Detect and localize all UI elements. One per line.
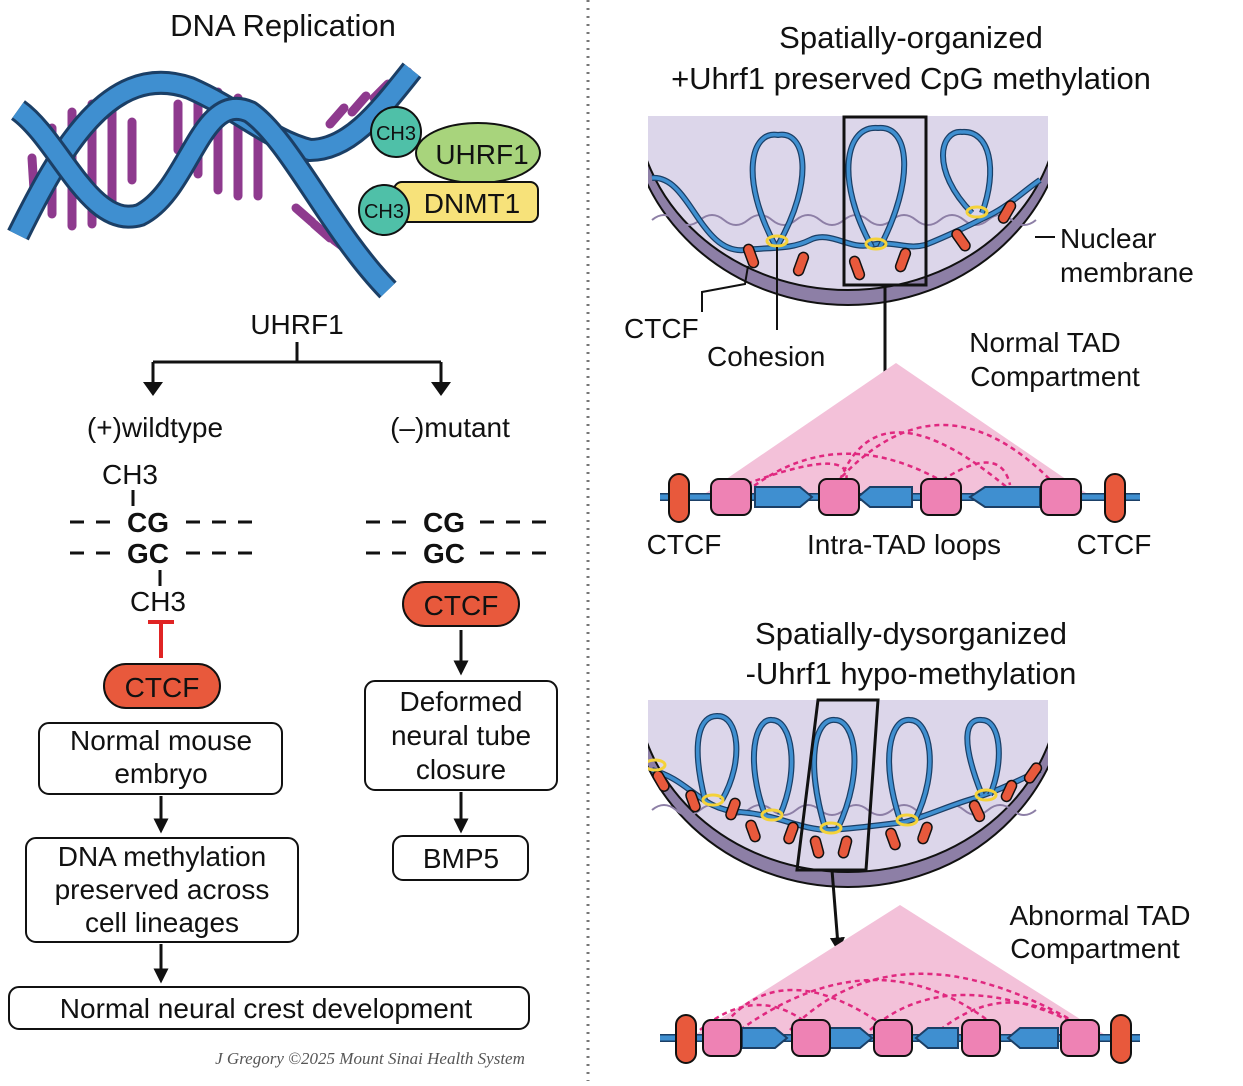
bottom-title-line2: -Uhrf1 hypo-methylation <box>746 656 1077 691</box>
cohesion-label: Cohesion <box>707 341 825 372</box>
wt-cg: CG <box>127 507 169 538</box>
normal-tad-line1: Normal TAD <box>969 327 1120 358</box>
bottom-title-line1: Spatially-dysorganized <box>755 616 1067 651</box>
mut-box2-label: BMP5 <box>423 843 499 874</box>
branch-label: UHRF1 <box>250 309 343 340</box>
intra-tad-label: Intra-TAD loops <box>807 529 1001 560</box>
ch3-lower-circle <box>358 184 410 236</box>
top-title-line2: +Uhrf1 preserved CpG methylation <box>671 61 1151 96</box>
ch3-lower-label: CH3 <box>364 201 404 223</box>
wildtype-label: (+)wildtype <box>87 412 223 443</box>
tad-left-ctcf: CTCF <box>647 529 722 560</box>
wt-box1-line2: embryo <box>114 758 207 789</box>
ch3-upper-label: CH3 <box>376 123 416 145</box>
mut-gc: GC <box>423 538 465 569</box>
top-title-line1: Spatially-organized <box>779 20 1043 55</box>
mut-box1-line2: neural tube <box>391 720 531 751</box>
wt-box2-line1: DNA methylation <box>58 841 267 872</box>
bottom-highlight-box <box>795 698 880 872</box>
left-title: DNA Replication <box>170 8 396 43</box>
branch-lines <box>151 342 443 388</box>
mut-dashes <box>366 520 546 555</box>
wt-box2-line3: cell lineages <box>85 907 239 938</box>
tad-normal <box>660 363 1140 523</box>
nuclear-label-line2: membrane <box>1060 257 1194 288</box>
wt-gc: GC <box>127 538 169 569</box>
abnormal-tad-line1: Abnormal TAD <box>1009 900 1190 931</box>
wt-ctcf-label: CTCF <box>125 672 200 703</box>
wt-top-ch3: CH3 <box>102 459 158 490</box>
wt-dashes <box>70 520 252 555</box>
ch3-upper-circle <box>370 106 422 158</box>
ctcf-pointer <box>701 265 749 312</box>
wt-box2-line2: preserved across <box>55 874 270 905</box>
mut-ctcf <box>402 581 520 627</box>
wt-box3-label: Normal neural crest development <box>60 993 473 1024</box>
nucleus-disorganized <box>648 700 1048 888</box>
ctcf-pointer-label: CTCF <box>624 313 699 344</box>
mut-ctcf-label: CTCF <box>424 590 499 621</box>
nucleus-organized <box>648 116 1048 306</box>
wt-box-methylation <box>25 837 299 943</box>
abnormal-tad-line2: Compartment <box>1010 933 1180 964</box>
wt-ctcf <box>103 663 221 709</box>
normal-tad-line2: Compartment <box>970 361 1140 392</box>
uhrf1-label: UHRF1 <box>435 139 528 170</box>
wt-box-embryo <box>38 722 283 795</box>
wt-box-neural-crest <box>8 986 530 1030</box>
mutant-label: (–)mutant <box>390 412 510 443</box>
nuclear-label-line1: Nuclear <box>1060 223 1156 254</box>
tad-abnormal <box>660 905 1140 1064</box>
mut-box1-line1: Deformed <box>400 686 523 717</box>
mut-box-bmp5 <box>392 835 529 881</box>
wt-bottom-ch3: CH3 <box>130 586 186 617</box>
dnmt1-label: DNMT1 <box>424 188 520 219</box>
inhibition-mark <box>148 620 174 658</box>
credit: J Gregory ©2025 Mount Sinai Health Syste… <box>215 1049 525 1068</box>
mut-box1-line3: closure <box>416 754 506 785</box>
dna-helix <box>7 62 422 299</box>
wt-box1-line1: Normal mouse <box>70 725 252 756</box>
mut-cg: CG <box>423 507 465 538</box>
mut-box-neural-tube <box>364 680 558 791</box>
tad-right-ctcf: CTCF <box>1077 529 1152 560</box>
